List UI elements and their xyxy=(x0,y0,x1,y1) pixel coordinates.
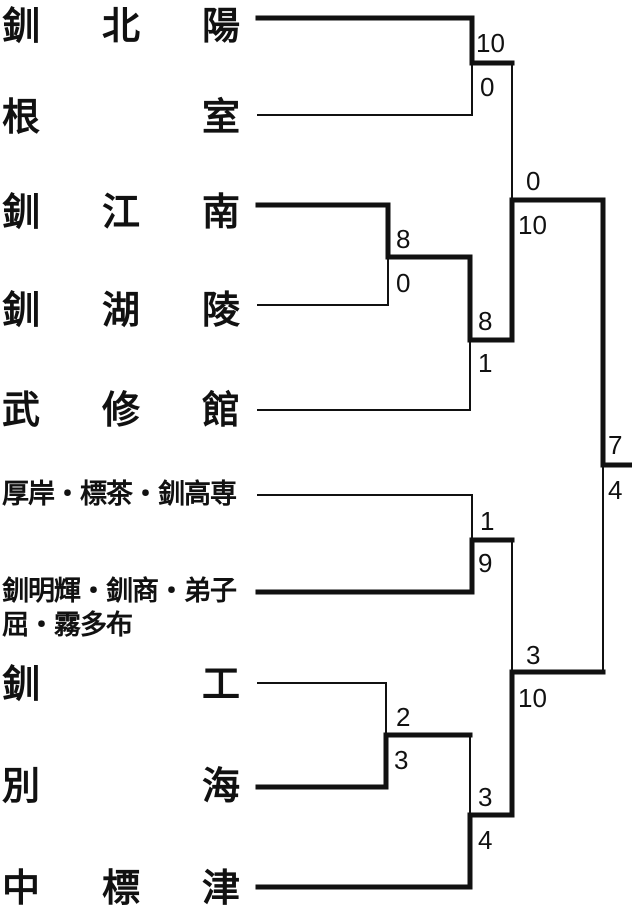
line-hokuyo xyxy=(255,15,515,66)
score: 4 xyxy=(608,475,623,505)
team-char: 修 xyxy=(101,388,140,432)
team-kushiro-konan: 釧江南 xyxy=(2,190,240,234)
team-kushiro-hokuyo: 釧北陽 xyxy=(2,4,240,48)
line-betsukai xyxy=(255,732,473,790)
score: 1 xyxy=(478,348,493,378)
score: 8 xyxy=(396,224,411,254)
team-akkeshi-combined: 厚岸・標茶・釧高専 xyxy=(2,479,237,510)
team-char: 陽 xyxy=(201,4,240,48)
line-koryo xyxy=(257,256,389,306)
team-meiki-combined: 釧明輝・釧商・弟子屈・霧多布 xyxy=(2,576,237,641)
team-kushiro-koryo: 釧湖陵 xyxy=(2,288,240,332)
line-bushukan xyxy=(257,339,471,411)
thin-lines xyxy=(257,62,604,816)
score: 3 xyxy=(394,745,409,775)
team-char: 館 xyxy=(201,388,240,432)
score: 7 xyxy=(608,430,623,460)
line-akkeshi xyxy=(257,494,473,541)
team-char: 北 xyxy=(101,4,140,48)
score: 0 xyxy=(396,268,411,298)
score: 8 xyxy=(478,306,493,336)
score: 9 xyxy=(478,548,493,578)
thick-lines xyxy=(255,15,632,890)
line-meiki xyxy=(255,537,515,595)
team-char: 室 xyxy=(201,95,240,139)
team-bushukan: 武修館 xyxy=(2,388,240,432)
team-char: 標 xyxy=(101,866,140,910)
score: 2 xyxy=(396,702,411,732)
line-konan-win-path xyxy=(255,197,632,468)
team-char: 南 xyxy=(201,190,240,234)
line-nakashibetsu-win-path xyxy=(255,669,606,890)
team-char: 江 xyxy=(101,190,140,234)
team-char: 釧 xyxy=(2,4,41,48)
team-nakashibetsu: 中標津 xyxy=(2,866,240,910)
team-char: 武 xyxy=(2,388,41,432)
line-kushiko xyxy=(257,682,387,736)
team-char: 根 xyxy=(2,95,41,139)
team-kushiro-kogyo: 釧工 xyxy=(2,662,240,706)
team-char: 釧 xyxy=(2,190,41,234)
team-char: 釧 xyxy=(2,662,41,706)
team-char: 別 xyxy=(2,764,41,808)
score: 4 xyxy=(478,825,493,855)
team-char: 陵 xyxy=(201,288,240,332)
team-char: 工 xyxy=(201,662,240,706)
team-char: 中 xyxy=(2,866,41,910)
score: 3 xyxy=(478,782,493,812)
team-char: 湖 xyxy=(101,288,140,332)
team-char: 海 xyxy=(201,764,240,808)
team-char: 津 xyxy=(201,866,240,910)
team-char: 釧 xyxy=(2,288,41,332)
score: 10 xyxy=(518,683,547,713)
team-betsukai: 別海 xyxy=(2,764,240,808)
team-nemuro: 根室 xyxy=(2,95,240,139)
score: 10 xyxy=(476,28,505,58)
score: 10 xyxy=(518,210,547,240)
line-nemuro xyxy=(257,62,473,116)
score: 0 xyxy=(480,72,495,102)
score: 0 xyxy=(526,166,541,196)
score: 3 xyxy=(526,640,541,670)
score: 1 xyxy=(480,506,495,536)
